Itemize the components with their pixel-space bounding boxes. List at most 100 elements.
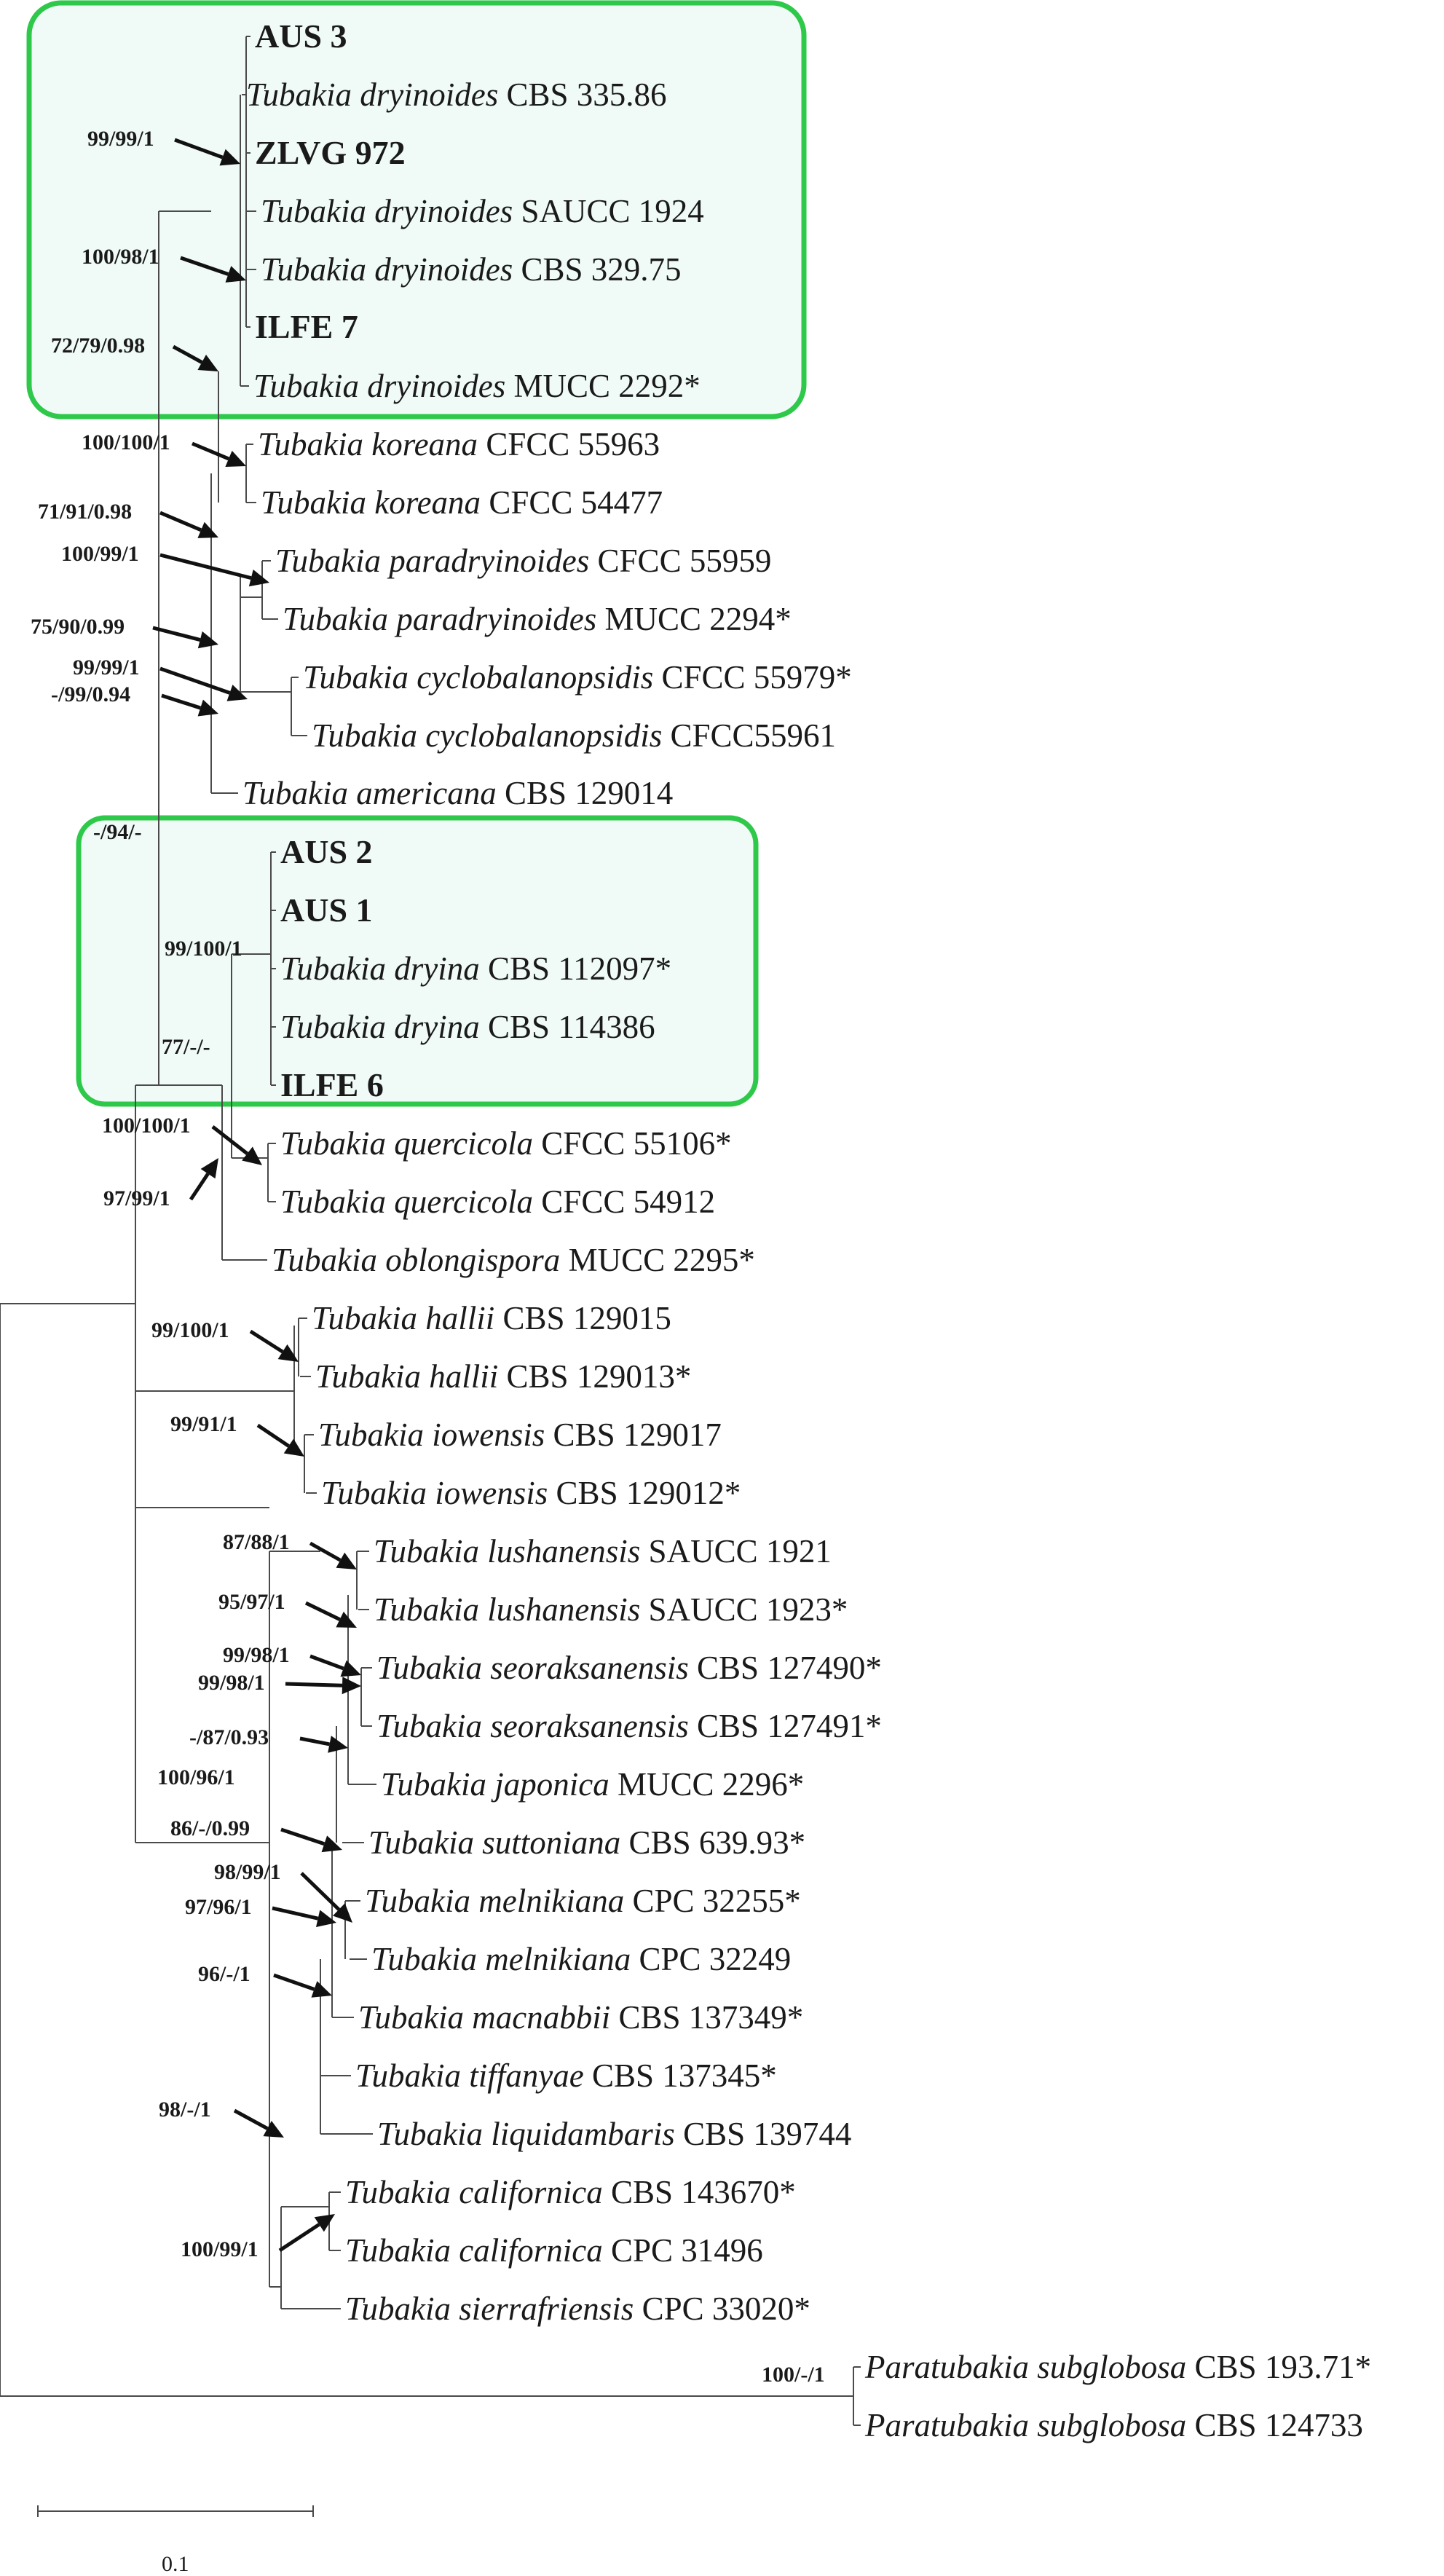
- taxon-label: Tubakia dryinoides CBS 329.75: [261, 251, 682, 288]
- taxon-strain: CBS 129014: [497, 775, 674, 811]
- taxon-strain: CBS 129013*: [498, 1358, 691, 1395]
- support-value: -/94/-: [93, 820, 142, 844]
- taxon-label: Tubakia paradryinoides MUCC 2294*: [283, 601, 792, 637]
- support-value: 99/91/1: [170, 1412, 237, 1436]
- support-arrow: [309, 1541, 342, 1562]
- arrowhead-icon: [332, 1903, 352, 1923]
- arrowhead-icon: [225, 450, 246, 468]
- taxon-label: Tubakia paradryinoides CFCC 55959: [275, 543, 771, 579]
- arrowhead-icon: [342, 1677, 361, 1695]
- taxon-strain: CBS 129015: [494, 1300, 671, 1336]
- taxon-strain: CBS 112097*: [480, 950, 671, 987]
- support-value: 99/100/1: [151, 1318, 229, 1342]
- taxon-label: Tubakia melnikiana CPC 32255*: [365, 1883, 801, 1919]
- taxon-name: Tubakia quercicola: [280, 1125, 533, 1162]
- taxon-name: Tubakia dryina: [280, 1009, 480, 1045]
- taxon-strain: MUCC 2296*: [609, 1766, 805, 1803]
- taxon-label: Tubakia dryinoides MUCC 2292*: [253, 368, 701, 404]
- support-arrow: [273, 1973, 315, 1991]
- taxon-name: Tubakia californica: [345, 2174, 603, 2210]
- support-arrow: [172, 344, 203, 364]
- taxon-name: Tubakia paradryinoides: [283, 601, 596, 637]
- taxon-strain: AUS 2: [280, 833, 373, 870]
- taxon-label: AUS 3: [255, 17, 347, 55]
- support-arrow: [272, 1906, 319, 1921]
- support-value: 77/-/-: [162, 1035, 210, 1059]
- support-value: 100/99/1: [181, 2237, 259, 2261]
- support-value: 96/-/1: [198, 1962, 250, 1986]
- taxon-strain: CFCC 54477: [481, 484, 663, 521]
- support-arrow: [180, 256, 229, 276]
- support-arrow: [304, 1601, 341, 1621]
- taxon-strain: CBS 137345*: [584, 2057, 777, 2094]
- arrowhead-icon: [336, 1611, 357, 1628]
- taxon-name: Tubakia dryinoides: [253, 368, 505, 404]
- taxon-strain: CBS 127491*: [689, 1708, 882, 1744]
- arrowhead-icon: [197, 521, 218, 538]
- support-arrow: [285, 1682, 343, 1687]
- support-value: -/87/0.93: [189, 1725, 269, 1749]
- support-value: 100/99/1: [61, 542, 139, 566]
- taxon-label: Tubakia cyclobalanopsidis CFCC 55979*: [303, 659, 852, 696]
- taxon-name: Tubakia macnabbii: [358, 1999, 610, 2036]
- support-arrow: [300, 1872, 341, 1911]
- arrowhead-icon: [340, 1660, 361, 1677]
- support-arrow: [309, 1654, 344, 1671]
- taxon-label: Tubakia lushanensis SAUCC 1921: [374, 1533, 832, 1569]
- taxon-name: Tubakia dryinoides: [261, 193, 513, 229]
- support-value: 100/100/1: [102, 1114, 191, 1138]
- taxon-strain: CFCC 55979*: [653, 659, 852, 696]
- taxon-label: ILFE 7: [255, 308, 358, 345]
- arrowhead-icon: [277, 1344, 299, 1362]
- support-arrow: [233, 2108, 269, 2130]
- taxon-label: Tubakia dryina CBS 112097*: [280, 950, 671, 987]
- taxon-label: Tubakia dryinoides CBS 335.86: [246, 76, 667, 113]
- taxon-strain: CFCC 55963: [478, 426, 660, 462]
- support-value: 86/-/0.99: [170, 1816, 250, 1840]
- taxon-strain: CBS 129012*: [548, 1475, 741, 1511]
- arrowhead-icon: [315, 1910, 336, 1927]
- taxon-label: Tubakia iowensis CBS 129017: [318, 1417, 722, 1453]
- support-value: 87/88/1: [223, 1530, 290, 1554]
- support-value: 71/91/0.98: [38, 500, 132, 524]
- taxon-label: Tubakia dryina CBS 114386: [280, 1009, 655, 1045]
- taxon-strain: CBS 114386: [480, 1009, 655, 1045]
- arrowhead-icon: [336, 1552, 357, 1569]
- taxon-strain: SAUCC 1923*: [640, 1591, 848, 1628]
- taxon-name: Tubakia quercicola: [280, 1183, 533, 1220]
- taxon-strain: CBS 335.86: [498, 76, 666, 113]
- scale-bar-label: 0.1: [162, 2552, 189, 2576]
- taxon-label: Tubakia iowensis CBS 129012*: [321, 1475, 741, 1511]
- taxon-label: Tubakia californica CBS 143670*: [345, 2174, 796, 2210]
- taxon-strain: MUCC 2294*: [596, 601, 792, 637]
- arrowhead-icon: [248, 569, 269, 587]
- taxon-strain: SAUCC 1924: [513, 193, 704, 229]
- taxon-name: Tubakia lushanensis: [374, 1591, 640, 1628]
- taxon-name: Tubakia oblongispora: [272, 1242, 560, 1278]
- support-arrow: [211, 1125, 249, 1155]
- arrowhead-icon: [311, 1981, 332, 1998]
- taxon-name: Tubakia cyclobalanopsidis: [303, 659, 653, 696]
- support-value: 99/100/1: [165, 937, 242, 961]
- taxon-name: Tubakia melnikiana: [365, 1883, 624, 1919]
- taxon-label: Tubakia macnabbii CBS 137349*: [358, 1999, 803, 2036]
- taxon-label: Tubakia quercicola CFCC 54912: [280, 1183, 715, 1220]
- taxon-label: Tubakia tiffanyae CBS 137345*: [355, 2057, 777, 2094]
- taxon-strain: ZLVG 972: [255, 134, 406, 171]
- support-arrow: [152, 626, 201, 642]
- highlight-box-dryina: [76, 815, 759, 1107]
- taxon-name: Tubakia sierrafriensis: [345, 2291, 634, 2327]
- arrowhead-icon: [263, 2121, 284, 2138]
- taxon-label: Tubakia oblongispora MUCC 2295*: [272, 1242, 755, 1278]
- support-arrow: [278, 2223, 320, 2253]
- support-value: 100/96/1: [157, 1765, 235, 1789]
- support-arrow: [249, 1329, 284, 1354]
- taxon-label: Tubakia seoraksanensis CBS 127491*: [376, 1708, 882, 1744]
- taxon-label: Tubakia sierrafriensis CPC 33020*: [345, 2291, 810, 2327]
- support-value: 95/97/1: [218, 1590, 285, 1614]
- support-value: 97/99/1: [103, 1186, 170, 1210]
- taxon-name: Tubakia liquidambaris: [377, 2116, 675, 2152]
- taxon-strain: CBS 139744: [675, 2116, 852, 2152]
- taxon-strain: CPC 33020*: [634, 2291, 810, 2327]
- support-arrow: [192, 441, 229, 461]
